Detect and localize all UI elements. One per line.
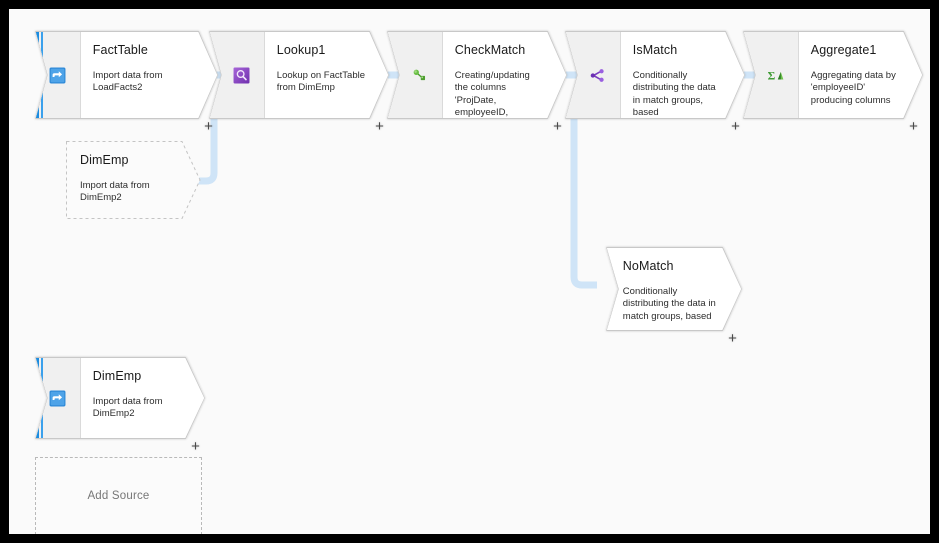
node-body: Aggregate1 Aggregating data by 'employee… xyxy=(799,32,922,118)
node-title: IsMatch xyxy=(632,42,678,57)
svg-text:Σ: Σ xyxy=(768,69,776,82)
node-dimemp-source[interactable]: DimEmp Import data from DimEmp2 + xyxy=(35,357,205,454)
node-title: DimEmp xyxy=(80,153,129,167)
ghost-node-outline xyxy=(66,141,201,219)
import-source-icon xyxy=(49,67,66,84)
node-description: Conditionally distributing the data in m… xyxy=(632,69,716,119)
source-accent-stripe xyxy=(36,358,39,438)
node-description: Import data from DimEmp2 xyxy=(80,180,150,204)
node-icon-column xyxy=(388,32,443,118)
source-accent-stripe-secondary xyxy=(41,358,43,438)
node-description: Import data from DimEmp2 xyxy=(92,395,163,420)
node-icon-column xyxy=(210,32,265,118)
add-transform-button[interactable]: + xyxy=(204,118,213,135)
import-source-icon xyxy=(49,390,66,407)
source-accent-stripe-secondary xyxy=(41,32,43,118)
node-dimemp-reference[interactable]: DimEmp Import data from DimEmp2 xyxy=(66,141,201,219)
node-lookup1[interactable]: Lookup1 Lookup on FactTable from DimEmp … xyxy=(209,31,389,134)
add-transform-button[interactable]: + xyxy=(375,118,384,135)
add-transform-button[interactable]: + xyxy=(731,118,740,135)
add-transform-button[interactable]: + xyxy=(728,330,737,347)
lookup-magnifier-icon xyxy=(233,67,250,84)
add-source-button[interactable]: Add Source xyxy=(35,457,202,534)
node-icon-column xyxy=(36,358,81,438)
node-icon-column xyxy=(36,32,81,118)
node-body: IsMatch Conditionally distributing the d… xyxy=(621,32,744,118)
node-description: Lookup on FactTable from DimEmp xyxy=(276,69,365,94)
node-title: Aggregate1 xyxy=(810,42,877,57)
aggregate-sigma-icon: Σ xyxy=(767,67,784,84)
node-checkmatch[interactable]: CheckMatch Creating/updating the columns… xyxy=(387,31,567,134)
data-flow-canvas[interactable]: FactTable Import data from LoadFacts2 + xyxy=(9,9,930,534)
node-description: Import data from LoadFacts2 xyxy=(92,69,163,94)
node-body: DimEmp Import data from DimEmp2 xyxy=(81,358,204,438)
node-body: Lookup1 Lookup on FactTable from DimEmp xyxy=(265,32,388,118)
node-title: FactTable xyxy=(92,42,148,57)
node-body: FactTable Import data from LoadFacts2 xyxy=(81,32,217,118)
conditional-split-icon xyxy=(589,67,606,84)
node-body: NoMatch Conditionally distributing the d… xyxy=(607,248,741,330)
node-aggregate1[interactable]: Σ Aggregate1 Aggregating data by 'employ… xyxy=(743,31,923,134)
node-body: DimEmp Import data from DimEmp2 xyxy=(66,141,201,219)
node-description: Aggregating data by 'employeeID' produci… xyxy=(810,69,896,106)
node-description: Creating/updating the columns 'ProjDate,… xyxy=(454,69,530,119)
node-title: NoMatch xyxy=(622,258,674,273)
node-title: CheckMatch xyxy=(454,42,526,57)
node-facttable[interactable]: FactTable Import data from LoadFacts2 + xyxy=(35,31,218,134)
add-transform-button[interactable]: + xyxy=(909,118,918,135)
connector-ismatch-to-nomatch xyxy=(570,119,597,289)
node-icon-column: Σ xyxy=(744,32,799,118)
node-icon-column xyxy=(566,32,621,118)
node-nomatch[interactable]: NoMatch Conditionally distributing the d… xyxy=(606,247,742,346)
node-title: DimEmp xyxy=(92,368,142,383)
add-transform-button[interactable]: + xyxy=(191,438,200,455)
node-description: Conditionally distributing the data in m… xyxy=(622,285,716,322)
node-body: CheckMatch Creating/updating the columns… xyxy=(443,32,566,118)
source-accent-stripe xyxy=(36,32,39,118)
node-title: Lookup1 xyxy=(276,42,326,57)
add-transform-button[interactable]: + xyxy=(553,118,562,135)
node-ismatch[interactable]: IsMatch Conditionally distributing the d… xyxy=(565,31,745,134)
add-source-label: Add Source xyxy=(87,490,150,502)
derived-column-icon xyxy=(411,67,428,84)
